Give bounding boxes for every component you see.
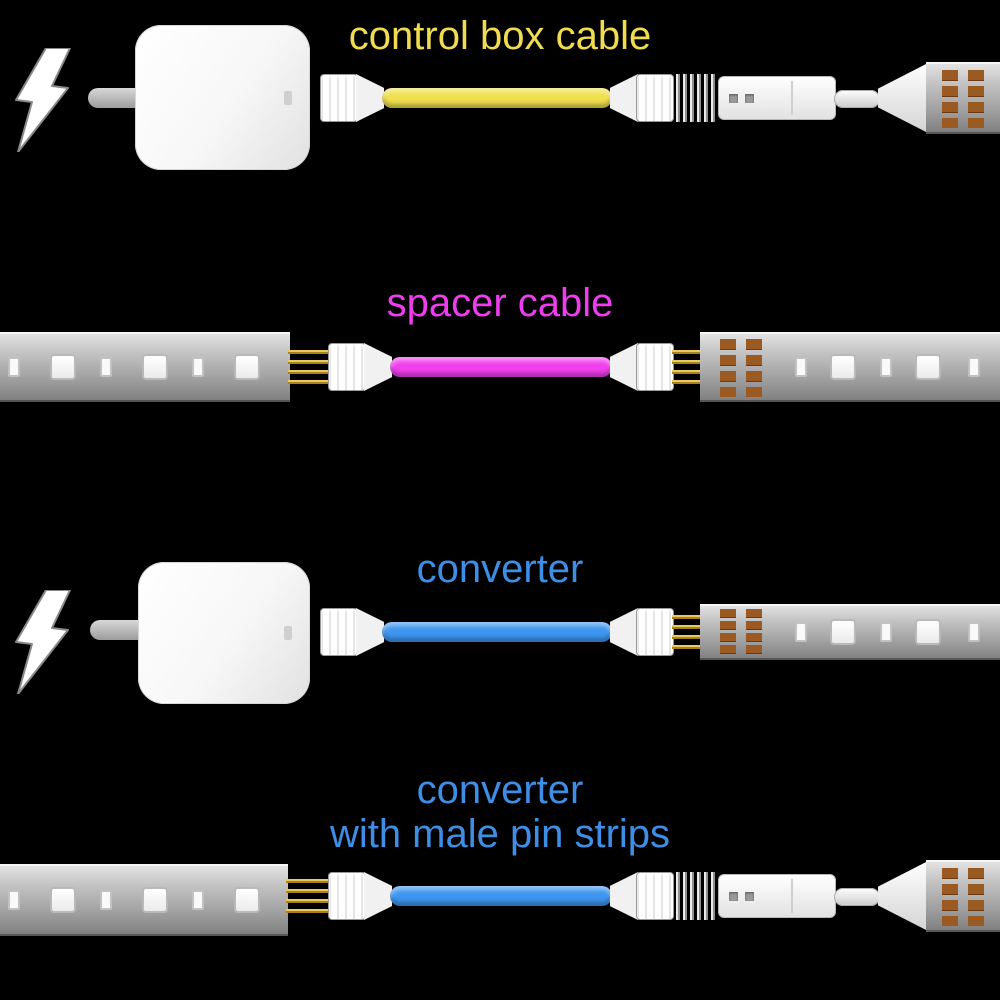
connector-4pin-left (328, 343, 366, 391)
connector-strain-relief (610, 872, 638, 920)
connector-4pin-right (636, 343, 674, 391)
resistor-chip (880, 622, 892, 642)
connector-strain-relief (610, 343, 638, 391)
connector-seam (790, 879, 793, 913)
strip-connector (878, 62, 930, 134)
connector-strain-relief (364, 872, 392, 920)
led-chip (50, 354, 76, 380)
led-strip-end (926, 62, 1000, 134)
strip-connector (878, 860, 930, 932)
converter-cable (382, 622, 612, 642)
pin-hole (745, 94, 754, 103)
led-chip (830, 354, 856, 380)
solder-pads (942, 868, 986, 926)
connector-pins (288, 350, 330, 384)
connector-4pin-left (320, 608, 358, 656)
led-chip (142, 354, 168, 380)
resistor-chip (100, 890, 112, 910)
resistor-chip (192, 890, 204, 910)
adapter-cable (834, 90, 880, 108)
connector-4pin-right (636, 74, 674, 122)
female-adapter-connector (718, 874, 836, 918)
male-pin-strip (676, 872, 715, 920)
row-label-line1: converter (416, 768, 584, 812)
led-chip (234, 354, 260, 380)
led-chip (830, 619, 856, 645)
male-pin-strip (676, 74, 715, 122)
solder-pads (942, 70, 986, 128)
connector-strain-relief (356, 608, 384, 656)
lightning-bolt-icon (15, 48, 71, 152)
adapter-port-notch (284, 90, 292, 105)
converter-cable (390, 886, 612, 906)
row-label: spacer cable (386, 281, 614, 325)
resistor-chip (192, 357, 204, 377)
power-plug-prong (90, 620, 140, 640)
adapter-port-notch (284, 626, 292, 640)
resistor-chip (795, 622, 807, 642)
lightning-bolt-icon (15, 590, 71, 694)
led-chip (915, 619, 941, 645)
connector-4pin-left (320, 74, 358, 122)
row-label: converter (416, 547, 584, 591)
connector-strain-relief (610, 74, 638, 122)
power-plug-prong (88, 88, 138, 108)
connector-pins (286, 879, 328, 913)
connector-strain-relief (356, 74, 384, 122)
row-label: control box cable (348, 14, 652, 58)
spacer-cable (390, 357, 612, 377)
resistor-chip (968, 622, 980, 642)
resistor-chip (968, 357, 980, 377)
resistor-chip (795, 357, 807, 377)
led-chip (234, 887, 260, 913)
connector-strain-relief (610, 608, 638, 656)
led-chip (50, 887, 76, 913)
connector-4pin-right (636, 872, 674, 920)
led-strip-left (0, 864, 288, 936)
pin-hole (729, 892, 738, 901)
resistor-chip (8, 357, 20, 377)
led-strip-right (700, 332, 1000, 402)
female-adapter-connector (718, 76, 836, 120)
resistor-chip (8, 890, 20, 910)
connector-4pin-left (328, 872, 366, 920)
led-chip (915, 354, 941, 380)
connector-4pin-right (636, 608, 674, 656)
power-adapter (138, 562, 310, 704)
resistor-chip (880, 357, 892, 377)
led-chip (142, 887, 168, 913)
power-adapter (135, 25, 310, 170)
control-box-cable (382, 88, 612, 108)
row-label-line2: with male pin strips (329, 812, 671, 856)
led-strip-end (926, 860, 1000, 932)
solder-pads (720, 609, 764, 655)
led-strip-right (700, 604, 1000, 660)
adapter-cable (834, 888, 880, 906)
pin-hole (745, 892, 754, 901)
connector-seam (790, 81, 793, 115)
resistor-chip (100, 357, 112, 377)
solder-pads (720, 339, 764, 397)
connector-strain-relief (364, 343, 392, 391)
pin-hole (729, 94, 738, 103)
led-strip-left (0, 332, 290, 402)
